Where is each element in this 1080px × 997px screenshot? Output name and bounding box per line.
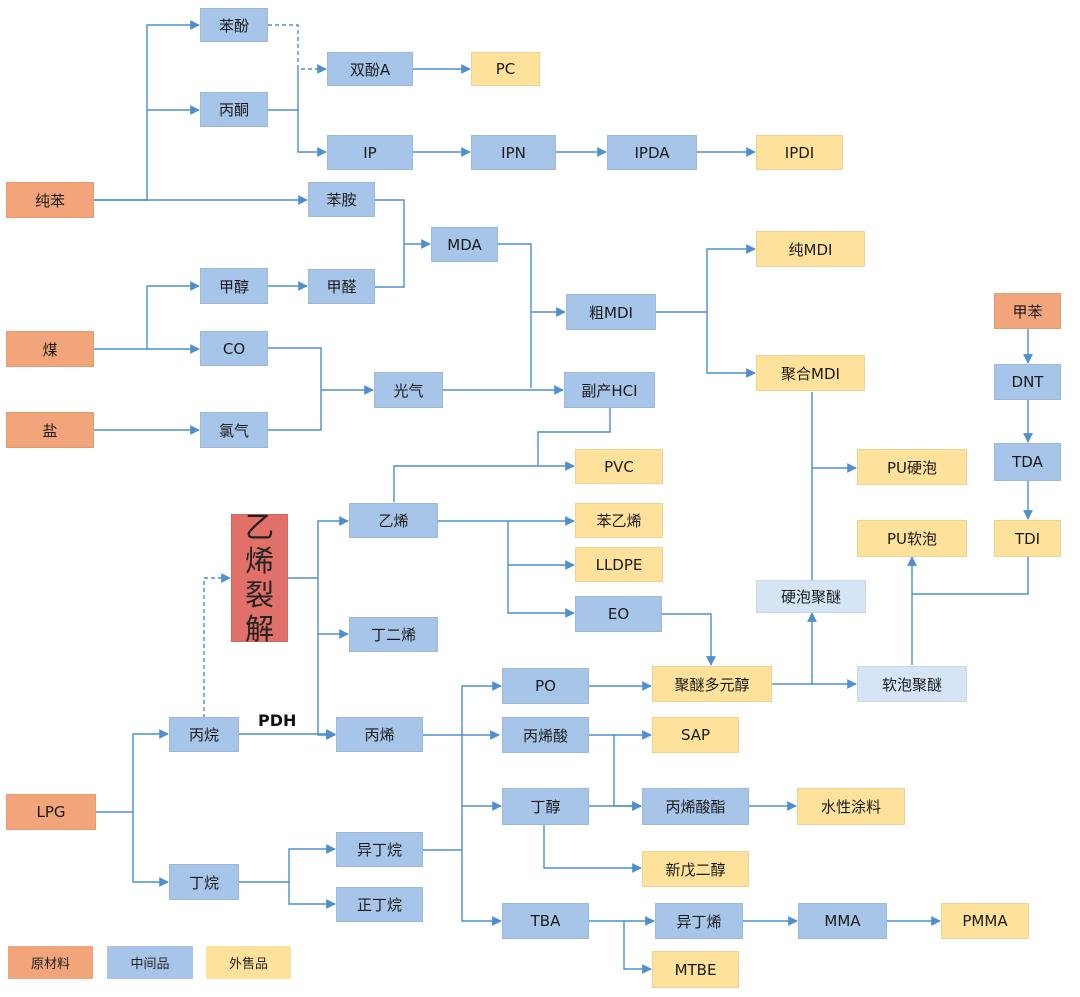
legend-outsourced: 外售品 [206, 946, 291, 979]
node-pmma: PMMA [941, 903, 1029, 939]
node-ipdi: IPDI [756, 135, 843, 170]
node-jiaquan: 甲醛 [308, 269, 375, 304]
node-cu-mdi: 粗MDI [566, 294, 656, 330]
node-tdi: TDI [994, 520, 1061, 557]
node-yidingwan: 异丁烷 [336, 832, 423, 867]
node-zhengdingwan: 正丁烷 [336, 887, 423, 922]
node-sap: SAP [652, 717, 739, 753]
node-tba: TBA [502, 903, 589, 939]
node-shuixing-tuliao: 水性涂料 [797, 788, 905, 825]
node-xinwu-erchun: 新戊二醇 [642, 851, 749, 887]
node-co: CO [200, 331, 268, 366]
node-yidingxi: 异丁烯 [655, 903, 743, 939]
legend-intermediate: 中间品 [107, 946, 193, 979]
node-yan: 盐 [6, 412, 94, 448]
node-guangqi: 光气 [374, 372, 443, 408]
node-yixi-liejie: 乙烯裂解 [231, 510, 288, 646]
node-bingwan: 丙烷 [169, 717, 239, 752]
node-dingerxi: 丁二烯 [349, 617, 438, 652]
node-benan: 苯胺 [308, 182, 375, 217]
node-po: PO [502, 668, 589, 704]
node-mda: MDA [431, 227, 498, 262]
node-chunben: 纯苯 [6, 182, 94, 218]
node-mei: 煤 [6, 331, 94, 367]
node-mtbe: MTBE [652, 951, 739, 988]
node-pu-ruanpao: PU软泡 [857, 520, 967, 557]
node-bingxisuanzhi: 丙烯酸酯 [642, 788, 749, 825]
node-dingwan: 丁烷 [169, 864, 239, 900]
node-pu-yingpao: PU硬泡 [857, 449, 967, 485]
node-yixi: 乙烯 [349, 503, 438, 538]
node-lvqi: 氯气 [200, 412, 268, 448]
node-shuangfen-a: 双酚A [327, 52, 413, 86]
node-benyixi: 苯乙烯 [575, 503, 663, 538]
node-jiachun: 甲醇 [200, 268, 268, 304]
node-pc: PC [471, 52, 540, 86]
node-ipn: IPN [471, 135, 556, 170]
node-bingtong: 丙酮 [200, 92, 268, 127]
node-ipda: IPDA [607, 135, 697, 170]
legend-raw-material: 原材料 [8, 946, 93, 979]
node-fuchan-hcl: 副产HCI [564, 372, 655, 408]
node-juhe-mdi: 聚合MDI [756, 355, 865, 391]
node-jiaben: 甲苯 [994, 293, 1061, 329]
node-tda: TDA [994, 443, 1061, 481]
node-lldpe: LLDPE [575, 547, 663, 582]
node-eo: EO [575, 596, 662, 632]
node-lpg: LPG [6, 794, 96, 830]
node-dingchun: 丁醇 [502, 788, 589, 825]
node-chun-mdi: 纯MDI [756, 231, 865, 267]
node-ruanpao-jumi: 软泡聚醚 [857, 666, 967, 702]
node-bingxisuan: 丙烯酸 [502, 717, 589, 753]
node-mma: MMA [798, 903, 887, 939]
node-dnt: DNT [994, 364, 1061, 400]
node-ip: IP [327, 135, 413, 170]
node-bingxi: 丙烯 [336, 717, 423, 752]
pdh-label: PDH [258, 711, 297, 730]
node-yingpao-jumi: 硬泡聚醚 [756, 580, 866, 613]
node-benfen: 苯酚 [200, 8, 268, 42]
node-jumi-duoyuanchun: 聚醚多元醇 [652, 666, 772, 702]
node-pvc: PVC [575, 449, 663, 484]
